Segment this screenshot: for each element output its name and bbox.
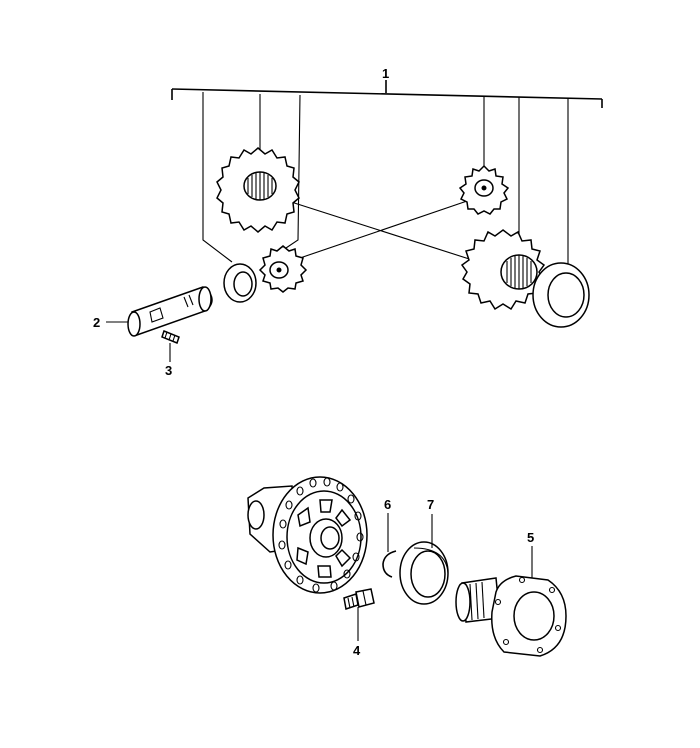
side-gear-left [216,147,300,233]
circlip [382,550,397,578]
output-flange [455,575,567,657]
differential-shaft [127,286,213,337]
lock-pin [161,330,180,344]
callout-5: 5 [527,530,534,545]
callout-1: 1 [382,66,389,81]
gear-set-bracket [171,80,603,265]
thrust-washer-left [223,263,257,303]
pinion-gear-center [258,245,308,293]
callout-6: 6 [384,497,391,512]
pinion-gear-right [458,164,510,215]
side-gear-right [460,229,546,311]
callout-4: 4 [353,643,361,658]
thrust-washer-right [532,262,590,328]
differential-housing [247,476,368,594]
gear-pair-line-b [299,199,471,259]
gear-pair-line-a [284,199,489,266]
callout-7: 7 [427,497,434,512]
housing-bolt [343,588,375,610]
callout-3: 3 [165,363,172,378]
callout-2: 2 [93,315,100,330]
seal-ring [399,541,449,605]
